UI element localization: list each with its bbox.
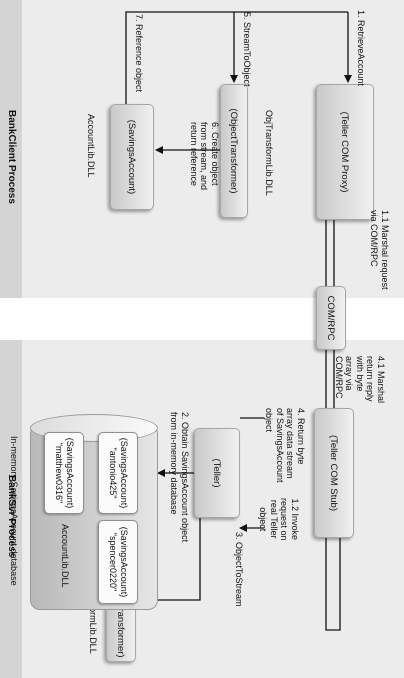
teller-box: (Teller) bbox=[194, 428, 240, 518]
step-5-label: 5. StreamToObject bbox=[242, 12, 252, 87]
server-account-dll-label: AccountLib.DLL bbox=[60, 524, 70, 588]
teller-com-stub-box: (Teller COM Stub) bbox=[314, 408, 354, 538]
savings-account-client-box: (SavingsAccount) bbox=[110, 104, 154, 210]
arrow-step-7 bbox=[125, 11, 348, 104]
client-account-dll-label: AccountLib.DLL bbox=[86, 114, 96, 178]
step-7-label: 7. Reference object bbox=[134, 14, 144, 93]
object-transformer-client-box: (ObjectTransformer) bbox=[220, 84, 248, 218]
step-3-label: 3. ObjectToStream bbox=[234, 532, 244, 607]
db-account-3-box: (SavingsAccount)"matthew0316" bbox=[44, 432, 84, 514]
teller-com-proxy-box: (Teller COM Proxy) bbox=[316, 84, 374, 220]
com-rpc-box: COM/RPC bbox=[316, 286, 346, 350]
client-transform-dll-label: ObjTransformLib.DLL bbox=[264, 110, 274, 196]
arrow-step-3 bbox=[139, 518, 201, 604]
step-1-label: 1. RetrieveAccount bbox=[356, 10, 366, 87]
db-account-1-box: (SavingsAccount)"antonio425" bbox=[98, 432, 138, 514]
database-caption: In-memory SavingsAccount database bbox=[9, 436, 19, 586]
db-account-2-box: (SavingsAccount)"spencer0220" bbox=[98, 520, 138, 604]
arrow-step-1-1 bbox=[325, 153, 344, 631]
